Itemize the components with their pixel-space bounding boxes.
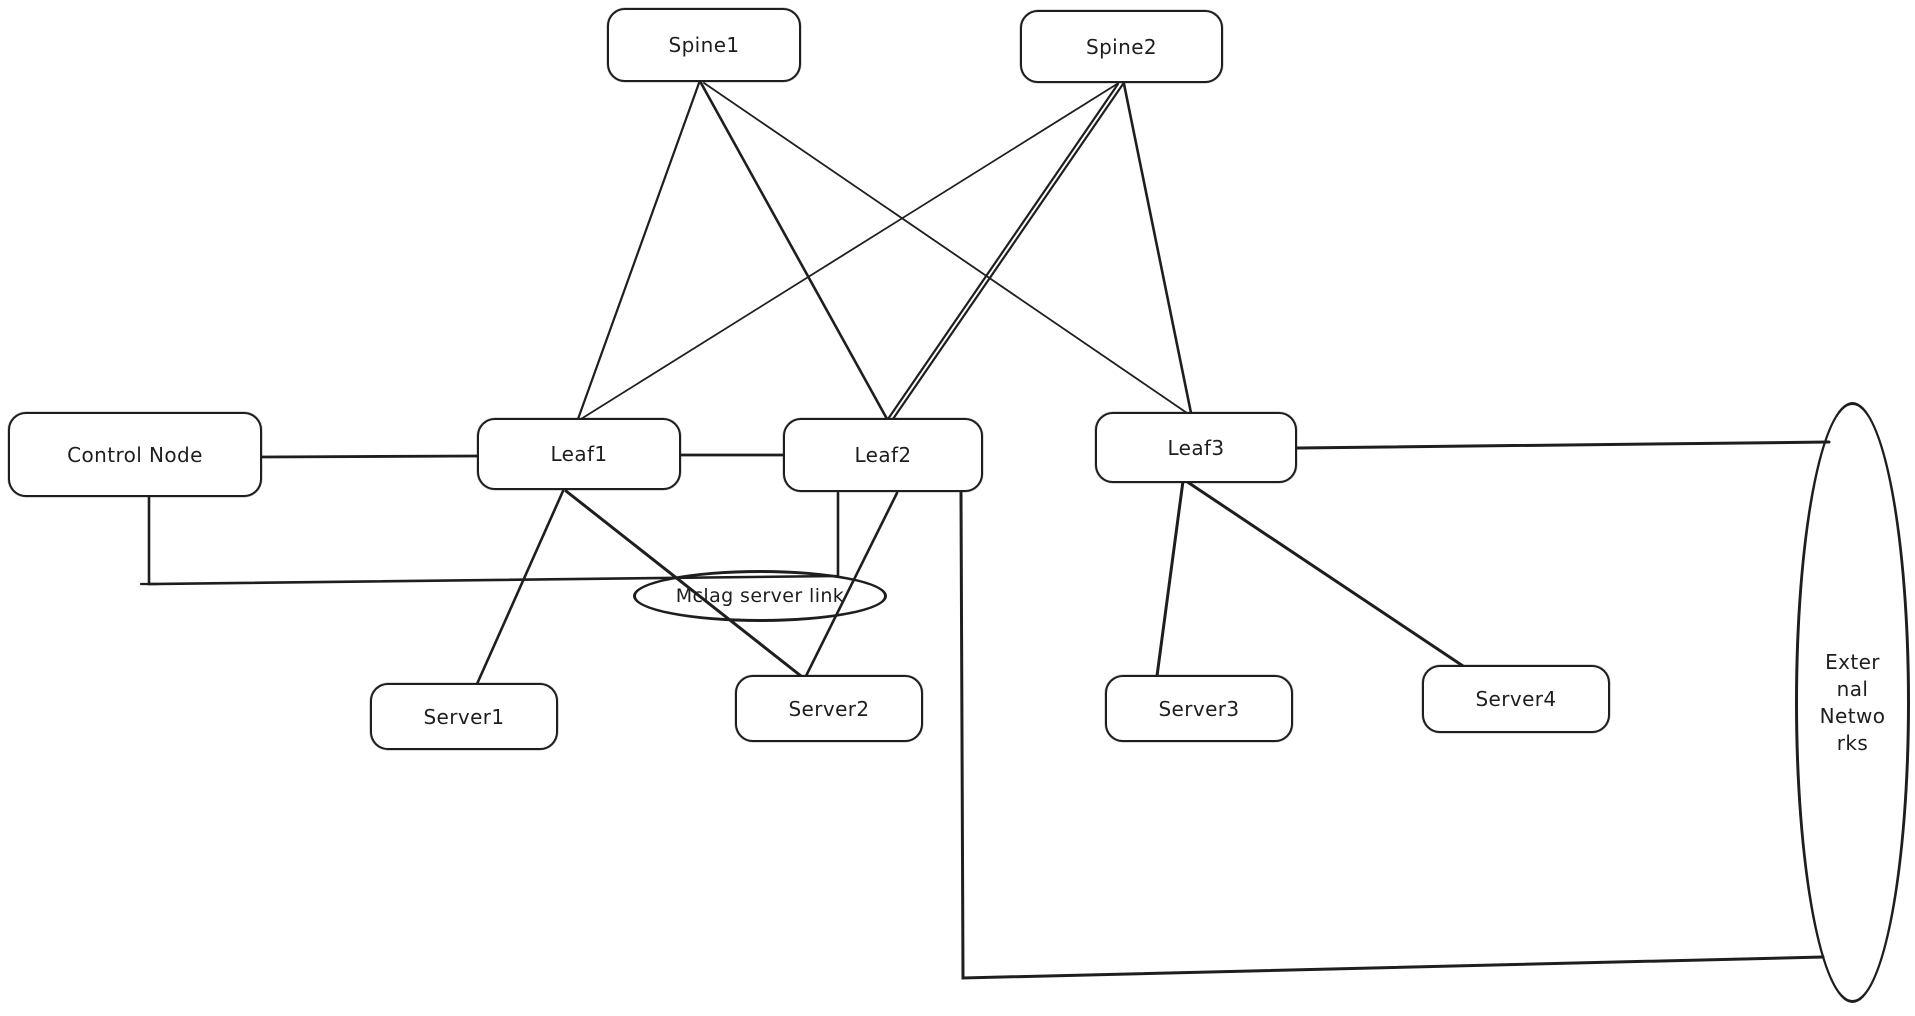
node-server1[interactable]: Server1	[370, 683, 558, 750]
node-server2-label: Server2	[788, 696, 870, 721]
node-mclag-label: Mclag server link	[675, 585, 845, 607]
node-mclag-link[interactable]: Mclag server link	[633, 570, 887, 622]
edge-leaf3-server4[interactable]	[1184, 479, 1468, 670]
edge-control-leaf2[interactable]	[147, 491, 840, 586]
edge-leaf1-server1[interactable]	[475, 489, 565, 686]
edge-spine2-leaf3[interactable]	[1122, 82, 1193, 415]
edge-spine1-leaf3[interactable]	[703, 82, 1188, 414]
node-leaf1[interactable]: Leaf1	[477, 418, 681, 490]
node-spine2-label: Spine2	[1085, 34, 1158, 59]
node-external-label-line: Exter	[1825, 649, 1880, 674]
node-leaf3-label: Leaf3	[1167, 435, 1225, 460]
edge-spine1-leaf1[interactable]	[576, 81, 701, 421]
edge-spine1-leaf2[interactable]	[699, 81, 889, 421]
edge-leaf3-server3[interactable]	[1155, 479, 1185, 678]
node-external-label-line: Netwo	[1819, 703, 1886, 728]
node-leaf3[interactable]: Leaf3	[1095, 412, 1297, 483]
edge-leaf2-external[interactable]	[959, 491, 1825, 980]
node-external-label-line: rks	[1836, 730, 1869, 755]
edge-control-leaf1[interactable]	[260, 454, 479, 459]
node-spine1[interactable]: Spine1	[607, 8, 801, 82]
edge-spine2-leaf2[interactable]	[886, 82, 1120, 421]
edge-spine2-leaf1[interactable]	[580, 83, 1118, 420]
edge-spine2-leaf2b[interactable]	[891, 82, 1125, 421]
node-server4-label: Server4	[1475, 687, 1557, 711]
node-leaf2[interactable]: Leaf2	[783, 418, 983, 492]
node-server3-label: Server3	[1158, 696, 1240, 721]
node-external-label-line: nal	[1836, 676, 1869, 701]
node-spine1-label: Spine1	[668, 33, 740, 57]
node-spine2[interactable]: Spine2	[1020, 10, 1223, 83]
node-leaf1-label: Leaf1	[550, 442, 608, 466]
edge-leaf3-external[interactable]	[1296, 440, 1831, 450]
node-control[interactable]: Control Node	[8, 412, 262, 497]
node-server2[interactable]: Server2	[735, 675, 923, 742]
node-external-networks[interactable]: Exter nal Netwo rks	[1795, 402, 1910, 1003]
node-server1-label: Server1	[423, 704, 505, 729]
node-server4[interactable]: Server4	[1422, 665, 1610, 733]
node-server3[interactable]: Server3	[1105, 675, 1293, 742]
node-control-label: Control Node	[67, 442, 203, 467]
node-leaf2-label: Leaf2	[854, 443, 912, 467]
